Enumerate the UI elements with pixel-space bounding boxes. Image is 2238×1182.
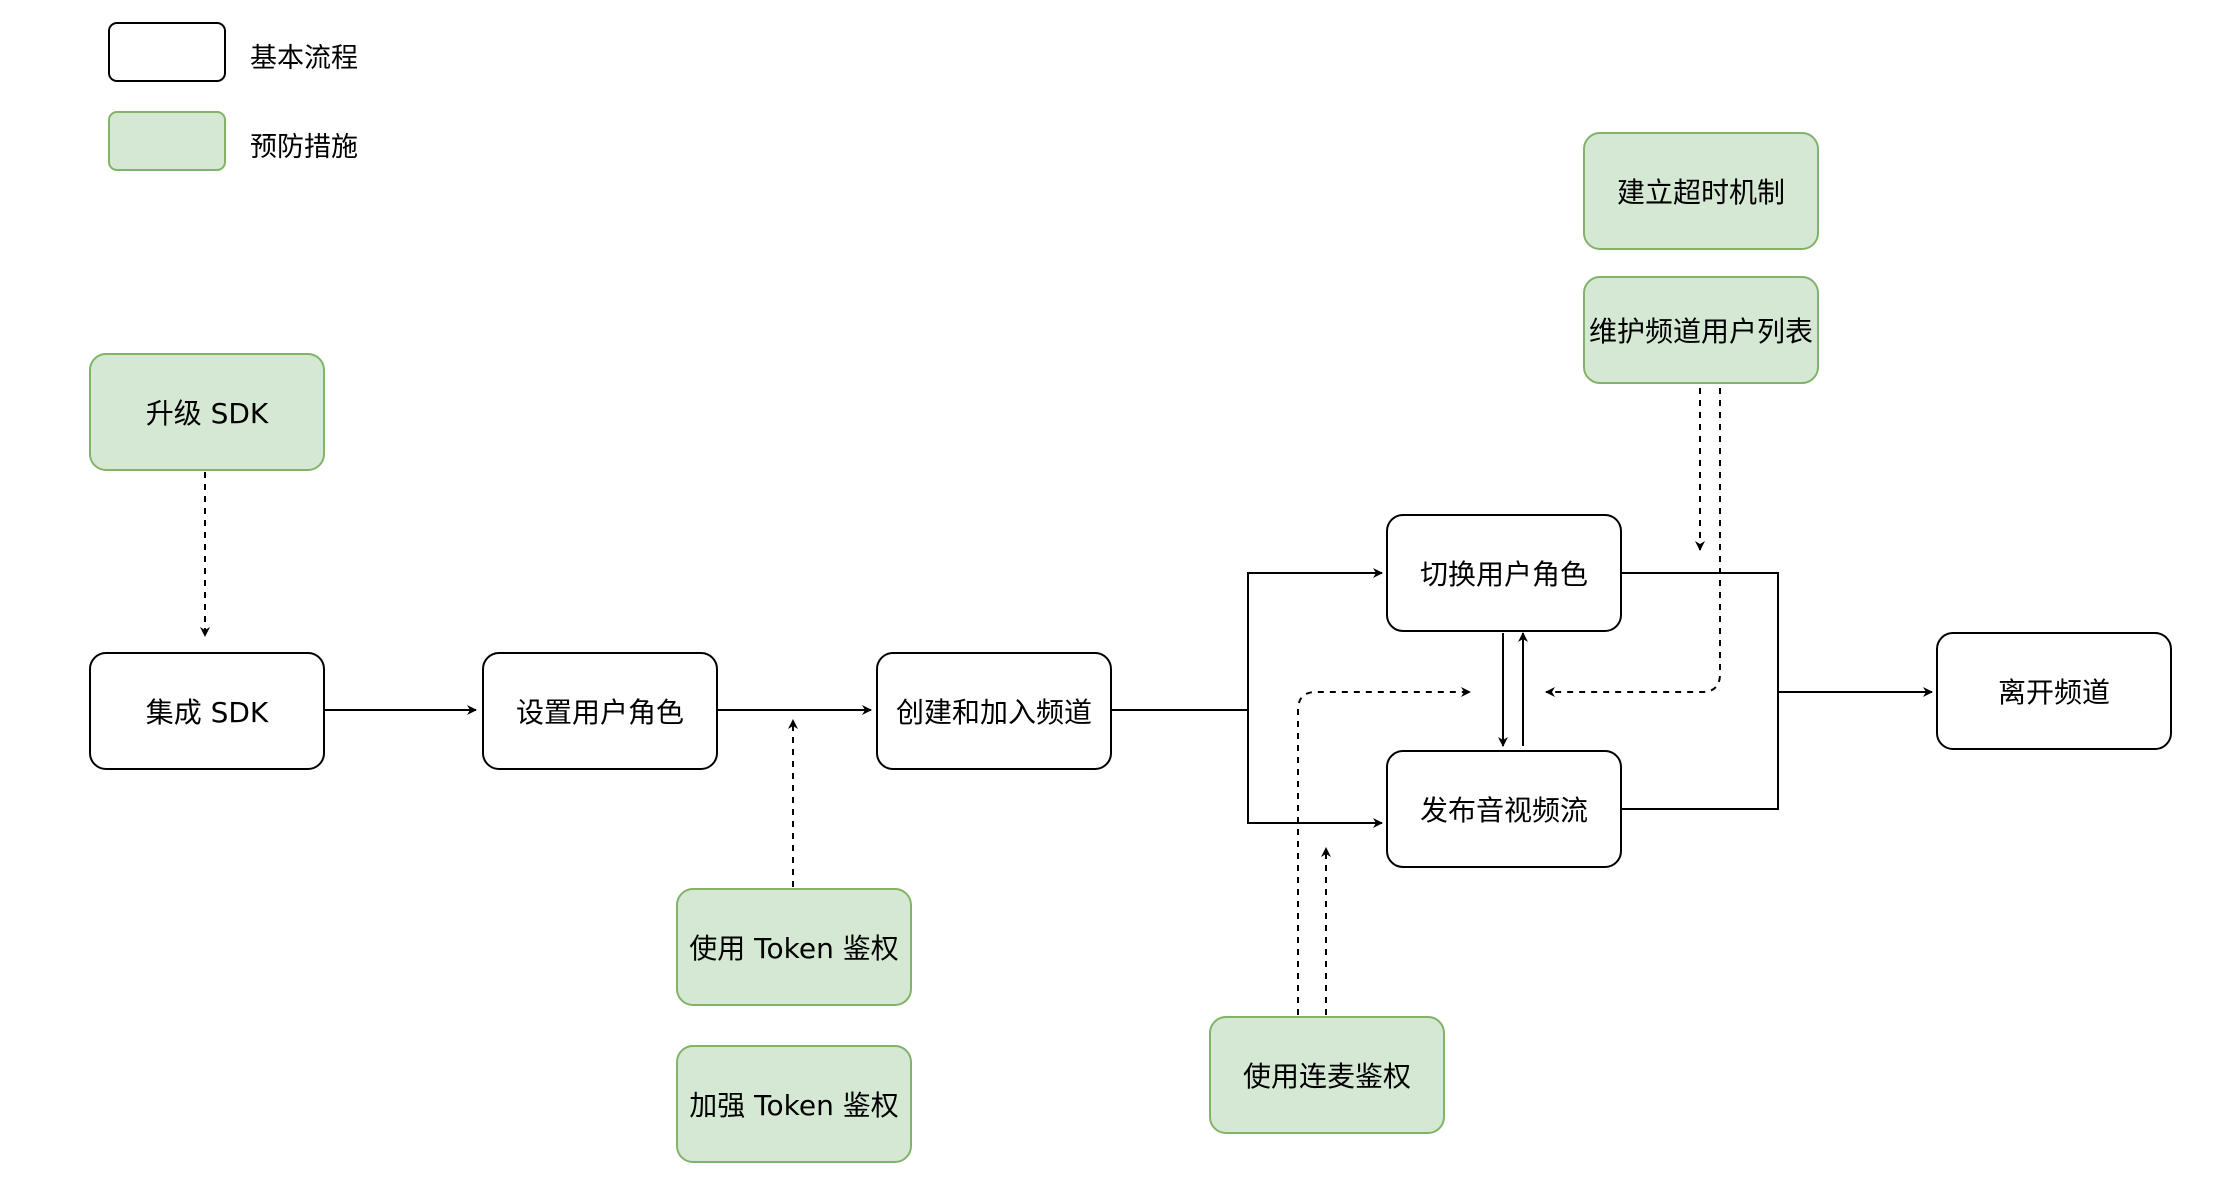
- node-maintain-user-list: 维护频道用户列表: [1583, 276, 1819, 384]
- legend-basic-label: 基本流程: [250, 43, 358, 74]
- legend-prevent-swatch: [108, 111, 226, 171]
- legend-basic-swatch: [108, 22, 226, 82]
- node-timeout-mechanism: 建立超时机制: [1583, 132, 1819, 250]
- node-switch-user-role: 切换用户角色: [1386, 514, 1622, 632]
- edge-switch-to-merge: [1622, 572, 1779, 692]
- node-publish-av-stream: 发布音视频流: [1386, 750, 1622, 868]
- edge-publish-to-merge: [1622, 692, 1779, 810]
- node-set-user-role: 设置用户角色: [482, 652, 718, 770]
- node-upgrade-sdk: 升级 SDK: [89, 353, 325, 471]
- node-cohost-auth: 使用连麦鉴权: [1209, 1016, 1445, 1134]
- node-create-join-channel: 创建和加入频道: [876, 652, 1112, 770]
- node-integrate-sdk: 集成 SDK: [89, 652, 325, 770]
- legend-prevent-label: 预防措施: [250, 132, 358, 163]
- edge-branch-to-switch: [1247, 568, 1383, 710]
- edge-list-to-publish: [1545, 388, 1721, 697]
- node-leave-channel: 离开频道: [1936, 632, 2172, 750]
- node-strengthen-token-auth: 加强 Token 鉴权: [676, 1045, 912, 1163]
- edge-branch-to-publish: [1247, 710, 1383, 828]
- node-use-token-auth: 使用 Token 鉴权: [676, 888, 912, 1006]
- edge-cohost-to-switch: [1297, 687, 1471, 1015]
